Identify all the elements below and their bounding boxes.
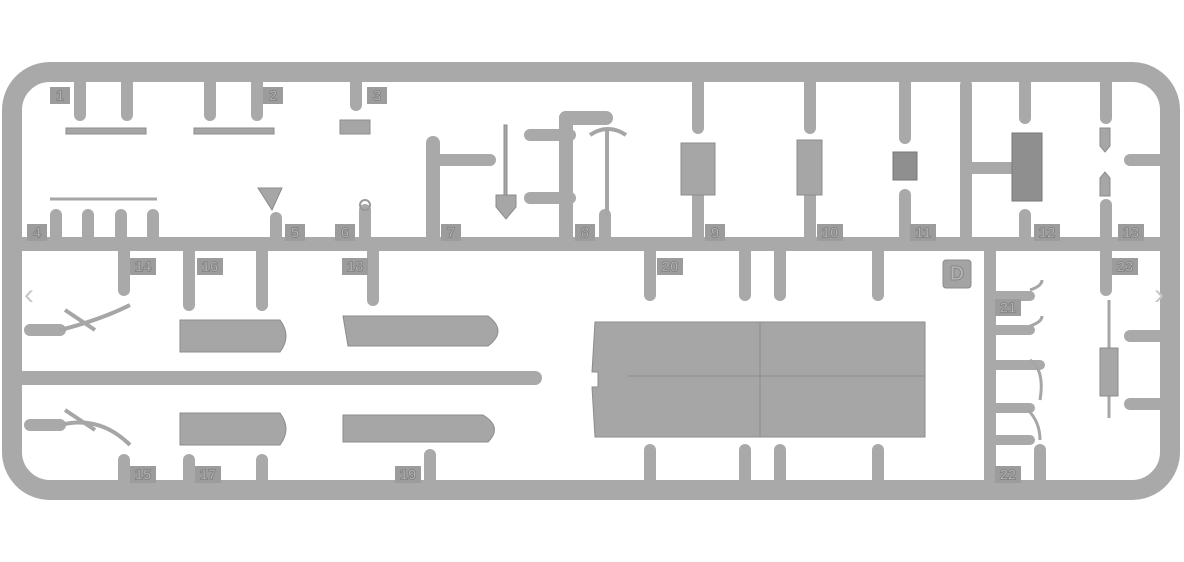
- label-22-text: 22: [1000, 467, 1017, 484]
- label-18-text: 18: [347, 259, 364, 276]
- parts: [50, 119, 1119, 447]
- label-4: 4: [27, 224, 47, 242]
- part-14-15: [59, 303, 132, 447]
- part-3: [339, 119, 371, 135]
- label-box: [27, 224, 47, 241]
- label-23: 23: [1112, 258, 1138, 276]
- label-6-text: 6: [341, 225, 349, 242]
- label-box: [263, 87, 283, 104]
- label-22: 22: [995, 466, 1021, 484]
- label-1-text: 1: [56, 88, 64, 105]
- part-18: [342, 315, 499, 347]
- part-16: [179, 319, 287, 353]
- part-13: [1099, 127, 1111, 197]
- part-2: [193, 127, 275, 135]
- label-16-text: 16: [202, 259, 219, 276]
- label-14: 14: [130, 258, 156, 276]
- label-20: 20: [657, 258, 683, 276]
- shovel-part: [495, 124, 517, 220]
- label-box: [197, 258, 223, 275]
- label-3-text: 3: [373, 88, 381, 105]
- label-5-text: 5: [291, 225, 299, 242]
- label-1: 1: [50, 87, 70, 105]
- sprue-letter-label: D: [942, 259, 972, 289]
- label-17-text: 17: [200, 467, 217, 484]
- label-11: 11: [910, 224, 936, 242]
- part-17: [179, 412, 287, 446]
- label-box: [995, 466, 1021, 483]
- label-16: 16: [197, 258, 223, 276]
- label-15-text: 15: [135, 467, 152, 484]
- label-17: 17: [195, 466, 221, 484]
- label-4-text: 4: [33, 225, 42, 242]
- label-21-text: 21: [1000, 300, 1017, 317]
- label-6: 6: [335, 224, 355, 242]
- label-20-text: 20: [662, 259, 679, 276]
- label-9-text: 9: [711, 225, 719, 242]
- label-13-text: 13: [1123, 225, 1140, 242]
- label-2-text: 2: [269, 88, 277, 105]
- prev-image-button[interactable]: ‹: [14, 278, 44, 312]
- label-box: [395, 466, 421, 483]
- part-11: [892, 151, 918, 181]
- label-15: 15: [130, 466, 156, 484]
- pickaxe-part: [588, 127, 628, 215]
- label-23-text: 23: [1117, 259, 1134, 276]
- label-box: [910, 224, 936, 241]
- label-3: 3: [367, 87, 387, 105]
- label-7-text: 7: [447, 225, 455, 242]
- label-7: 7: [441, 224, 461, 242]
- label-5: 5: [285, 224, 305, 242]
- part-23: [1099, 347, 1119, 397]
- label-box: [575, 224, 595, 241]
- next-image-button[interactable]: ›: [1144, 278, 1174, 312]
- part-21-22: [1026, 279, 1111, 441]
- label-10: 10: [817, 224, 843, 242]
- part-12: [1011, 132, 1043, 202]
- label-11-text: 11: [915, 225, 931, 242]
- label-21: 21: [995, 299, 1021, 317]
- label-13: 13: [1118, 224, 1144, 242]
- part-1: [65, 127, 147, 135]
- part-9: [680, 142, 716, 196]
- label-18: 18: [342, 258, 368, 276]
- label-box: [1112, 258, 1138, 275]
- label-box: [130, 466, 156, 483]
- label-2: 2: [263, 87, 283, 105]
- label-box: [50, 87, 70, 104]
- label-box: [705, 224, 725, 241]
- label-box: [342, 258, 368, 275]
- label-box: [657, 258, 683, 275]
- part-20-plate: [591, 321, 926, 438]
- sprue-letter-text: D: [950, 263, 964, 285]
- label-8: 8: [575, 224, 595, 242]
- label-14-text: 14: [135, 259, 152, 276]
- part-19: [342, 414, 495, 443]
- label-10-text: 10: [822, 225, 839, 242]
- part-10: [796, 139, 823, 196]
- label-box: [817, 224, 843, 241]
- label-box: [995, 299, 1021, 316]
- label-box: [285, 224, 305, 241]
- label-box: [1034, 224, 1060, 241]
- label-12-text: 12: [1039, 225, 1056, 242]
- label-box: [441, 224, 461, 241]
- label-box: [367, 87, 387, 104]
- chevron-left-icon: ‹: [24, 278, 34, 311]
- label-12: 12: [1034, 224, 1060, 242]
- label-box: [130, 258, 156, 275]
- label-box: [335, 224, 355, 241]
- sprue-frame: [2, 62, 1180, 500]
- label-box: [1118, 224, 1144, 241]
- runners: [13, 76, 1169, 496]
- chevron-right-icon: ›: [1154, 278, 1164, 311]
- label-box: [195, 466, 221, 483]
- label-19-text: 19: [400, 467, 417, 484]
- label-9: 9: [705, 224, 725, 242]
- part-5: [257, 187, 283, 212]
- label-8-text: 8: [581, 225, 589, 242]
- label-19: 19: [395, 466, 421, 484]
- part-6: [359, 199, 371, 211]
